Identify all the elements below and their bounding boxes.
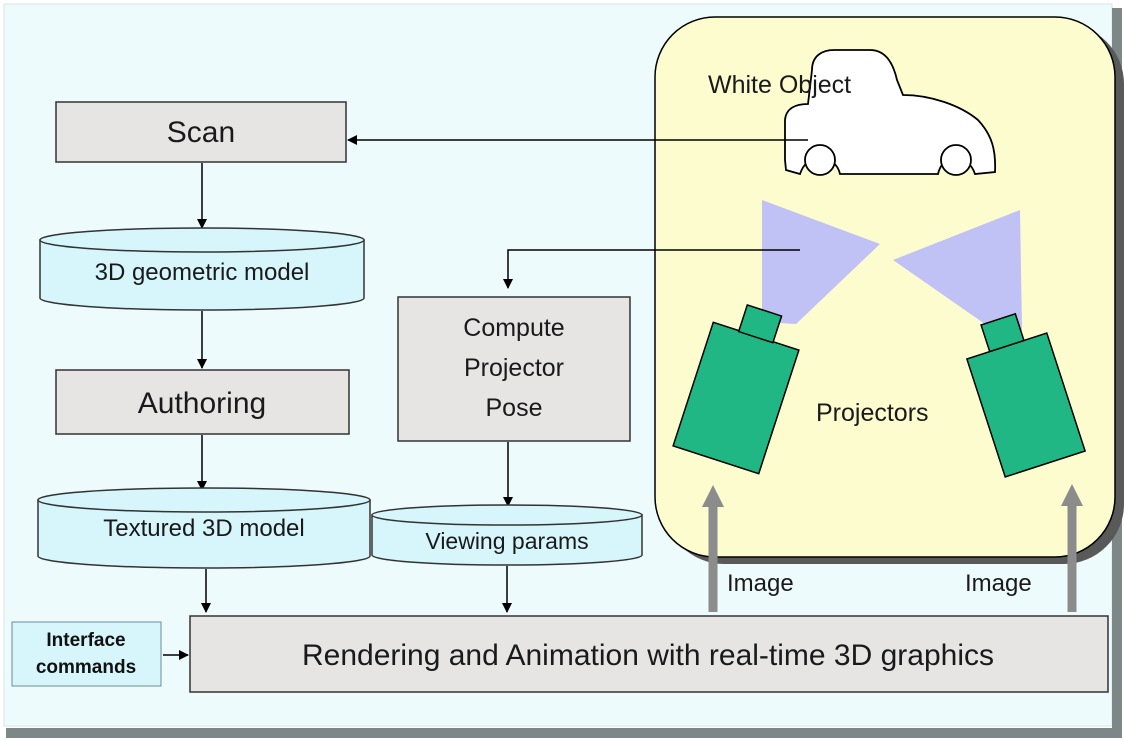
projector-icon-right <box>965 312 1087 478</box>
viewing-params-label: Viewing params <box>425 528 588 554</box>
scan-box <box>55 101 347 163</box>
geometric-model-datastore <box>39 227 365 311</box>
interface-commands-line-2: commands <box>36 657 136 678</box>
textured-model-datastore <box>37 487 371 569</box>
image-label-left: Image <box>727 570 794 597</box>
white-object-label: White Object <box>708 71 851 99</box>
interface-commands-box <box>11 621 162 687</box>
light-cone-icon-right <box>893 210 1022 338</box>
projector-icon-left <box>672 303 800 475</box>
light-cone-icon-left <box>762 200 880 324</box>
authoring-label: Authoring <box>138 387 266 420</box>
compute-pose-line-1: Compute <box>463 314 564 342</box>
rendering-label: Rendering and Animation with real-time 3… <box>302 639 994 672</box>
geometric-model-label: 3D geometric model <box>95 259 310 286</box>
bottom-shadow-bar <box>6 728 1122 738</box>
interface-commands-line-1: Interface <box>46 630 125 651</box>
car-outline-icon <box>784 49 997 176</box>
rendering-box <box>189 615 1109 693</box>
textured-model-label: Textured 3D model <box>103 515 304 542</box>
authoring-box <box>55 369 350 435</box>
projectors-label: Projectors <box>816 399 929 427</box>
viewing-params-datastore <box>371 504 643 566</box>
image-label-right: Image <box>965 570 1032 597</box>
compute-pose-line-3: Pose <box>486 394 543 422</box>
compute-pose-line-2: Projector <box>464 354 564 382</box>
arrow-projectors-to-compute-pose <box>503 249 800 289</box>
compute-pose-box <box>397 296 631 442</box>
scan-label: Scan <box>167 116 235 149</box>
